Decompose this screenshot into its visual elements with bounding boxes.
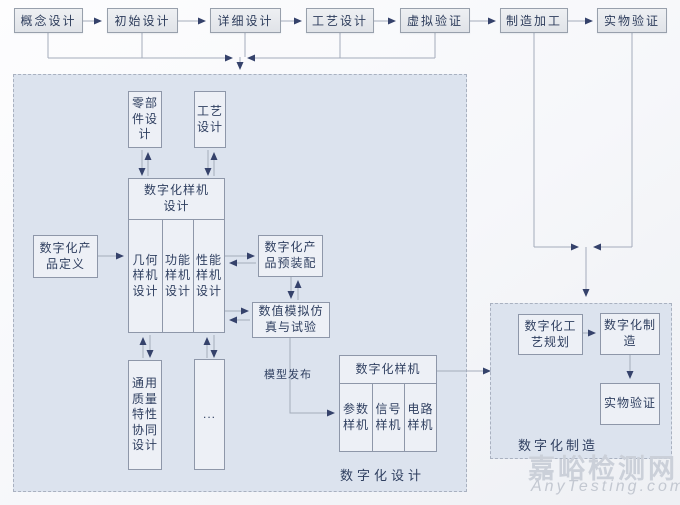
- digital-manufacture-box: 数字化制 造: [600, 313, 660, 355]
- digital-prototype-box: 数字化样机 参数 样机 信号 样机 电路 样机: [339, 355, 437, 452]
- geometry-prototype-column: 几何 样机 设计: [132, 252, 159, 298]
- manufacture-area-label: 数字化制造: [518, 438, 599, 453]
- digital-prototype-header: 数字化样机: [340, 356, 436, 384]
- parameter-prototype-column: 参数 样机: [342, 401, 369, 432]
- flow-step-physical-verification: 实物验证: [597, 8, 667, 33]
- parts-design-box: 零部 件设 计: [128, 91, 162, 148]
- flow-step-initial-design: 初始设计: [107, 8, 178, 33]
- performance-prototype-column: 性能 样机 设计: [193, 220, 224, 332]
- circuit-prototype-column: 电路 样机: [404, 384, 436, 451]
- process-design-box: 工艺 设计: [194, 91, 226, 148]
- flow-step-virtual-verification: 虚拟验证: [400, 8, 470, 33]
- watermark-site-name: 嘉峪检测网: [528, 454, 678, 484]
- model-release-label: 模型发布: [264, 369, 312, 381]
- physical-verification-box: 实物验证: [600, 383, 660, 425]
- flow-step-concept-design: 概念设计: [14, 8, 83, 33]
- flow-step-process-design: 工艺设计: [306, 8, 374, 33]
- simulation-test-box: 数值模拟仿 真与试验: [252, 302, 330, 338]
- prototype-design-box: 数字化样机 设计 几何 样机 设计 功能 样机 设计 性能 样机 设计: [128, 178, 225, 333]
- quality-collaborative-design-box: 通用 质量 特性 协同 设计: [128, 360, 162, 470]
- product-preassembly-box: 数字化产 品预装配: [258, 235, 323, 277]
- design-area-label: 数字化设计: [340, 468, 426, 483]
- flow-step-manufacturing: 制造加工: [500, 8, 568, 33]
- watermark-site-url: AnyTesting.com: [531, 478, 680, 495]
- flow-step-detailed-design: 详细设计: [210, 8, 281, 33]
- prototype-design-header: 数字化样机 设计: [129, 179, 224, 220]
- function-prototype-column: 功能 样机 设计: [162, 220, 193, 332]
- signal-prototype-column: 信号 样机: [372, 384, 404, 451]
- product-definition-box: 数字化产 品定义: [33, 235, 98, 278]
- process-planning-box: 数字化工 艺规划: [518, 314, 583, 355]
- ellipsis-box: ...: [194, 359, 225, 470]
